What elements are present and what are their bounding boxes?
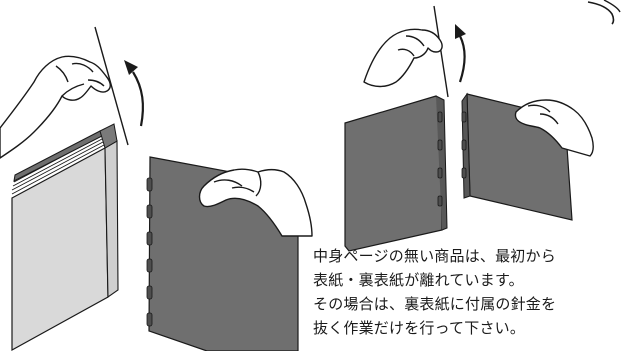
binding-wire-right [433, 5, 449, 98]
hand-grip-icon-center [198, 168, 313, 237]
hand-pinch-icon-right [363, 28, 443, 88]
binding-wire-left [94, 26, 129, 146]
note-line-2: 表紙・裏表紙が離れています。 [313, 271, 524, 289]
binding-loops [146, 177, 153, 327]
page-block [11, 147, 109, 351]
note-line-1: 中身ページの無い商品は、最初から [313, 247, 556, 265]
hand-grip-icon-right [514, 99, 595, 157]
cover-panel-right-a [344, 95, 448, 252]
book-with-pages [11, 123, 119, 351]
instruction-note: 中身ページの無い商品は、最初から 表紙・裏表紙が離れています。 その場合は、裏表… [313, 244, 625, 340]
note-line-3: その場合は、裏表紙に付属の針金を [313, 295, 557, 313]
curved-arrow-up-icon [124, 60, 144, 127]
note-line-4: 抜く作業だけを行って下さい。 [313, 319, 526, 337]
corner-mark [587, 1, 615, 25]
hand-pinch-icon-left [0, 55, 111, 159]
curved-arrow-up-icon-right [455, 24, 466, 83]
